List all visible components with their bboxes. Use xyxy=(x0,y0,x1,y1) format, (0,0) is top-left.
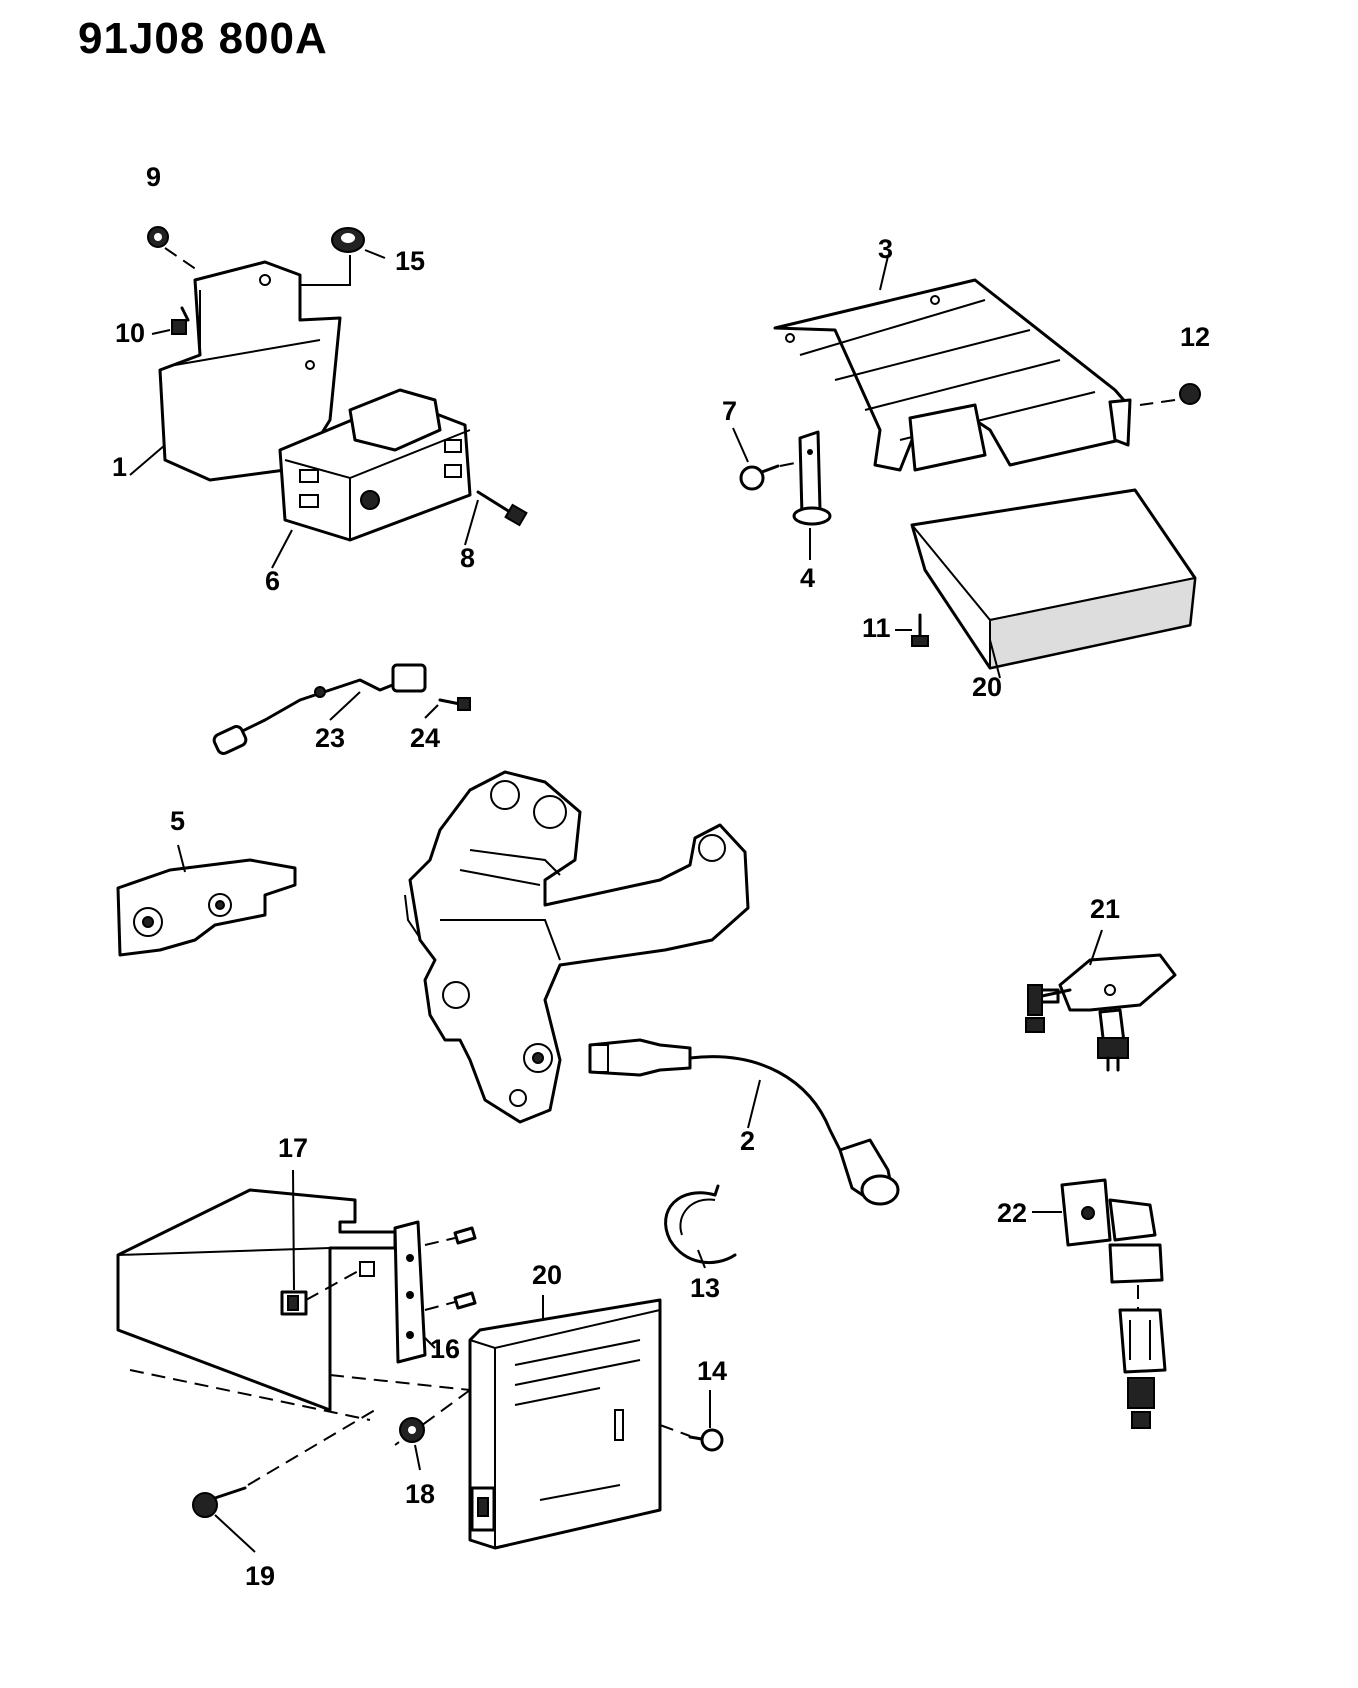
callout-2: 2 xyxy=(740,1126,755,1156)
callout-17: 17 xyxy=(278,1133,308,1163)
callout-18: 18 xyxy=(405,1479,435,1509)
callout-22: 22 xyxy=(997,1198,1027,1228)
diagram-title: 91J08 800A xyxy=(78,14,328,63)
callout-23: 23 xyxy=(315,723,345,753)
part-16-bracket[interactable] xyxy=(393,1220,477,1364)
callout-15: 15 xyxy=(395,246,425,276)
callout-5: 5 xyxy=(170,806,185,836)
callout-24: 24 xyxy=(410,723,440,753)
part-7-screw[interactable] xyxy=(739,464,780,491)
part-4-bracket[interactable] xyxy=(792,430,832,526)
part-18-nut[interactable] xyxy=(399,1417,425,1443)
part-13-clip[interactable] xyxy=(664,1184,737,1265)
callout-8: 8 xyxy=(460,543,475,573)
part-15-grommet[interactable] xyxy=(331,227,365,253)
callout-4: 4 xyxy=(800,563,815,593)
callout-3: 3 xyxy=(878,234,893,264)
part-9-nut[interactable] xyxy=(147,226,169,248)
bottom-heat-shield[interactable] xyxy=(116,1188,397,1412)
part-23-sensor-wire[interactable] xyxy=(212,663,427,755)
part-20-control-module[interactable] xyxy=(468,1298,662,1550)
callout-12: 12 xyxy=(1180,322,1210,352)
callout-9: 9 xyxy=(146,162,161,192)
part-11-screw[interactable] xyxy=(911,613,929,647)
part-22-sensor-connector[interactable] xyxy=(1060,1178,1167,1429)
part-14-screw[interactable] xyxy=(688,1428,724,1452)
part-19-bolt[interactable] xyxy=(192,1486,247,1518)
part-21-sensor-assembly[interactable] xyxy=(1025,953,1177,1072)
part-3-tray[interactable] xyxy=(773,278,1132,472)
part-10-screw[interactable] xyxy=(171,306,190,335)
part-20-module-top[interactable] xyxy=(910,488,1197,670)
callout-19: 19 xyxy=(245,1561,275,1591)
callout-7: 7 xyxy=(722,396,737,426)
callout-6: 6 xyxy=(265,566,280,596)
part-8-bolt[interactable] xyxy=(476,490,528,527)
callout-14: 14 xyxy=(697,1356,727,1386)
part-2-oxygen-sensor[interactable] xyxy=(588,1038,900,1206)
callout-1: 1 xyxy=(112,452,127,482)
part-17-clip-nut[interactable] xyxy=(280,1261,375,1316)
callout-20-bottom: 20 xyxy=(532,1260,562,1290)
part-5-bracket-plate[interactable] xyxy=(116,858,297,957)
callout-20-top: 20 xyxy=(972,672,1002,702)
part-6-module[interactable] xyxy=(278,388,472,542)
callout-13: 13 xyxy=(690,1273,720,1303)
part-12-nut[interactable] xyxy=(1179,383,1201,405)
callout-16: 16 xyxy=(430,1334,460,1364)
callout-21: 21 xyxy=(1090,894,1120,924)
callout-10: 10 xyxy=(115,318,145,348)
exhaust-manifold[interactable] xyxy=(404,770,750,1124)
part-24-screw[interactable] xyxy=(438,697,471,711)
callout-11: 11 xyxy=(862,613,891,643)
